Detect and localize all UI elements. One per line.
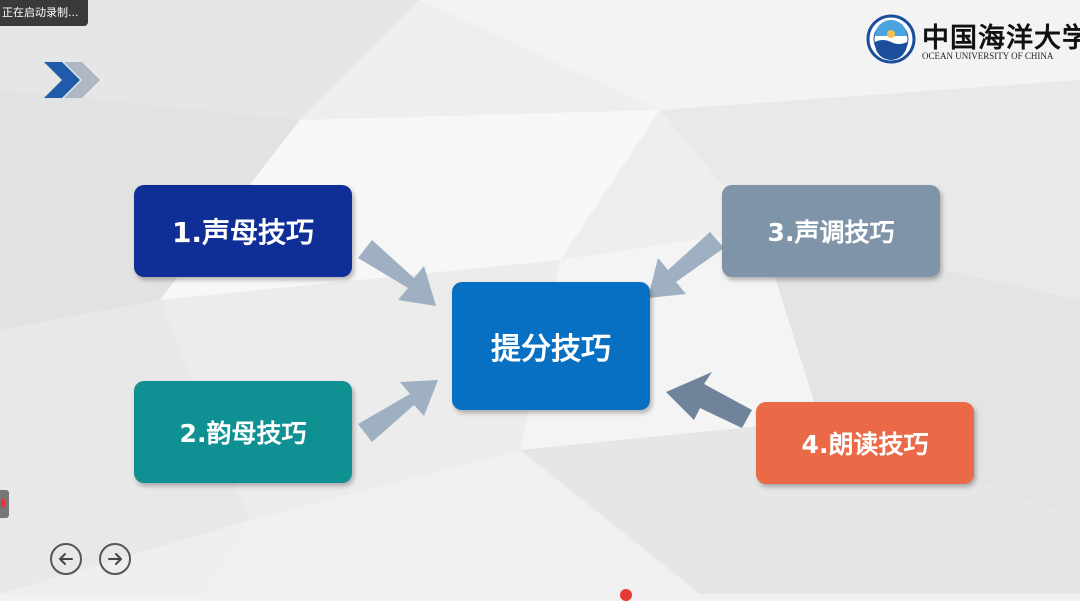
arrow-left-circle-icon xyxy=(59,553,73,565)
diagram-box-1: 1.声母技巧 xyxy=(134,185,352,277)
diagram-center-box: 提分技巧 xyxy=(452,282,650,410)
recording-status-toast: 正在启动录制... xyxy=(0,0,88,26)
diagram-box-4: 4.朗读技巧 xyxy=(756,402,974,484)
university-name-cn: 中国海洋大学 xyxy=(922,23,1080,54)
side-panel-handle[interactable] xyxy=(0,490,9,518)
arrow-right-circle-icon xyxy=(108,553,122,565)
diagram-box-3: 3.声调技巧 xyxy=(722,185,940,277)
university-emblem-icon xyxy=(866,14,916,64)
next-slide-button[interactable] xyxy=(99,543,131,575)
prev-slide-button[interactable] xyxy=(50,543,82,575)
university-logo: 中国海洋大学 OCEAN UNIVERSITY OF CHINA xyxy=(866,14,1080,66)
diagram-box-2: 2.韵母技巧 xyxy=(134,381,352,483)
red-marker xyxy=(620,589,632,601)
university-name-en: OCEAN UNIVERSITY OF CHINA xyxy=(922,51,1054,61)
side-panel-indicator xyxy=(1,499,5,507)
double-chevron-right-icon xyxy=(44,62,100,98)
